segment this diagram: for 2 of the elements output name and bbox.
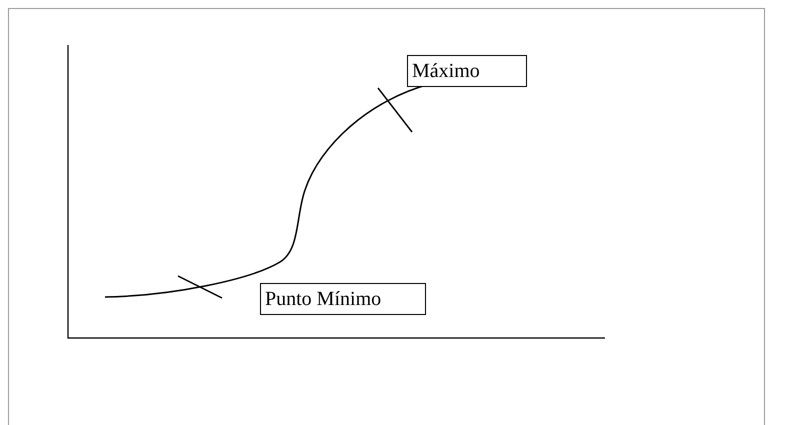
maximum-label: Máximo bbox=[407, 55, 527, 87]
minimum-label: Punto Mínimo bbox=[260, 283, 426, 315]
